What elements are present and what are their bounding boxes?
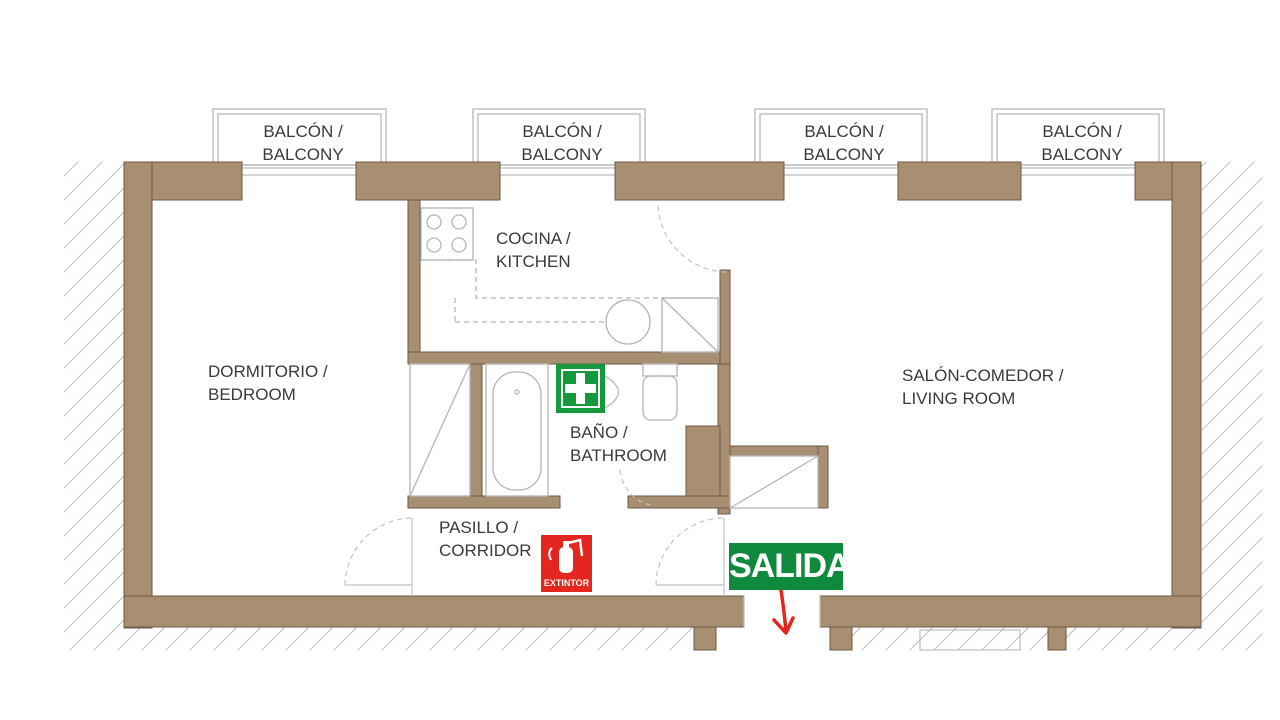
wall-top-3	[614, 161, 785, 201]
corridor-label-es: PASILLO /	[439, 518, 519, 537]
living-room-label: SALÓN-COMEDOR / LIVING ROOM	[902, 364, 1064, 410]
wall-top-2	[355, 161, 501, 201]
balcony-label-2-es: BALCÓN /	[522, 122, 602, 141]
bedroom-label-en: BEDROOM	[208, 385, 296, 404]
shower-closet	[729, 455, 819, 509]
wall-kitchen-left	[407, 199, 421, 363]
balcony-label-3-es: BALCÓN /	[804, 122, 884, 141]
balcony-label-4-es: BALCÓN /	[1042, 122, 1122, 141]
exterior-hatch-left	[64, 162, 124, 650]
door-bedroom-arc	[344, 517, 413, 586]
wall-bottom-left	[123, 595, 745, 628]
kitchen-label-en: KITCHEN	[496, 252, 571, 271]
door-kitchen-arc	[657, 205, 729, 273]
balconies	[212, 108, 1165, 166]
balcony-label-2: BALCÓN / BALCONY	[504, 120, 620, 166]
exterior-hatch-bottom-right	[850, 627, 1200, 650]
exit-sign-label: SALIDA	[729, 547, 843, 585]
exterior-hatch-right	[1200, 162, 1262, 650]
wall-bath-notch	[685, 425, 721, 507]
toilet-bowl	[642, 375, 678, 421]
bathroom-label-es: BAÑO /	[570, 423, 628, 442]
washbasin	[604, 375, 620, 409]
wall-left	[123, 161, 153, 629]
storage-closet	[409, 363, 471, 497]
wall-kitchen-bottom	[407, 351, 731, 365]
door-bathroom-arc	[619, 469, 651, 506]
balcony-4-inner	[996, 113, 1160, 166]
balcony-label-2-en: BALCONY	[521, 145, 603, 164]
balcony-3-inner	[759, 113, 923, 166]
toilet-tank	[642, 363, 678, 377]
exterior-hatch-bottom-left	[124, 627, 694, 650]
wall-right	[1171, 161, 1202, 629]
balcony-label-1: BALCÓN / BALCONY	[245, 120, 361, 166]
wall-closet-right	[817, 445, 829, 509]
balcony-label-3: BALCÓN / BALCONY	[786, 120, 902, 166]
exit-arrow-icon	[772, 582, 795, 635]
bathtub	[485, 363, 549, 497]
wall-stairs-left	[693, 626, 717, 651]
kitchen-fixtures	[420, 207, 720, 353]
door-living-arc	[655, 517, 725, 586]
corridor-label-en: CORRIDOR	[439, 541, 532, 560]
balcony-label-1-es: BALCÓN /	[263, 122, 343, 141]
wall-bottom-right	[819, 595, 1202, 628]
balcony-label-4: BALCÓN / BALCONY	[1024, 120, 1140, 166]
stove	[420, 207, 474, 261]
wall-top-4	[897, 161, 1022, 201]
wall-kitchen-right	[719, 269, 731, 365]
corridor-label: PASILLO / CORRIDOR	[439, 516, 532, 562]
balcony-1-inner	[217, 113, 382, 166]
extinguisher-sign-label: EXTINTOR	[543, 578, 590, 588]
wall-closet-top	[729, 445, 829, 457]
balcony-label-1-en: BALCONY	[262, 145, 344, 164]
counter-end	[661, 297, 719, 353]
bedroom-label: DORMITORIO / BEDROOM	[208, 360, 328, 406]
bedroom-label-es: DORMITORIO /	[208, 362, 328, 381]
bathroom-label-en: BATHROOM	[570, 446, 667, 465]
walls	[123, 161, 1202, 651]
doors	[344, 205, 729, 586]
wall-stairs-far	[1047, 626, 1067, 651]
sink	[605, 299, 651, 345]
living-room-label-en: LIVING ROOM	[902, 389, 1016, 408]
bathroom-label: BAÑO / BATHROOM	[570, 421, 667, 467]
kitchen-label-es: COCINA /	[496, 229, 571, 248]
balcony-label-3-en: BALCONY	[803, 145, 885, 164]
living-room-label-es: SALÓN-COMEDOR /	[902, 366, 1064, 385]
kitchen-label: COCINA / KITCHEN	[496, 227, 571, 273]
balcony-label-4-en: BALCONY	[1041, 145, 1123, 164]
wall-bath-divider	[469, 363, 483, 509]
windows	[242, 167, 1135, 176]
wall-stairs-right	[829, 626, 853, 651]
wall-bath-bottom-left	[407, 495, 561, 509]
wall-bath-bottom	[627, 495, 731, 509]
fire-extinguisher-icon	[541, 535, 592, 592]
balcony-2-inner	[477, 113, 641, 166]
bathroom-fixtures	[409, 363, 819, 509]
exit-sign: SALIDA	[729, 543, 843, 590]
first-aid-cross-icon	[556, 364, 605, 413]
